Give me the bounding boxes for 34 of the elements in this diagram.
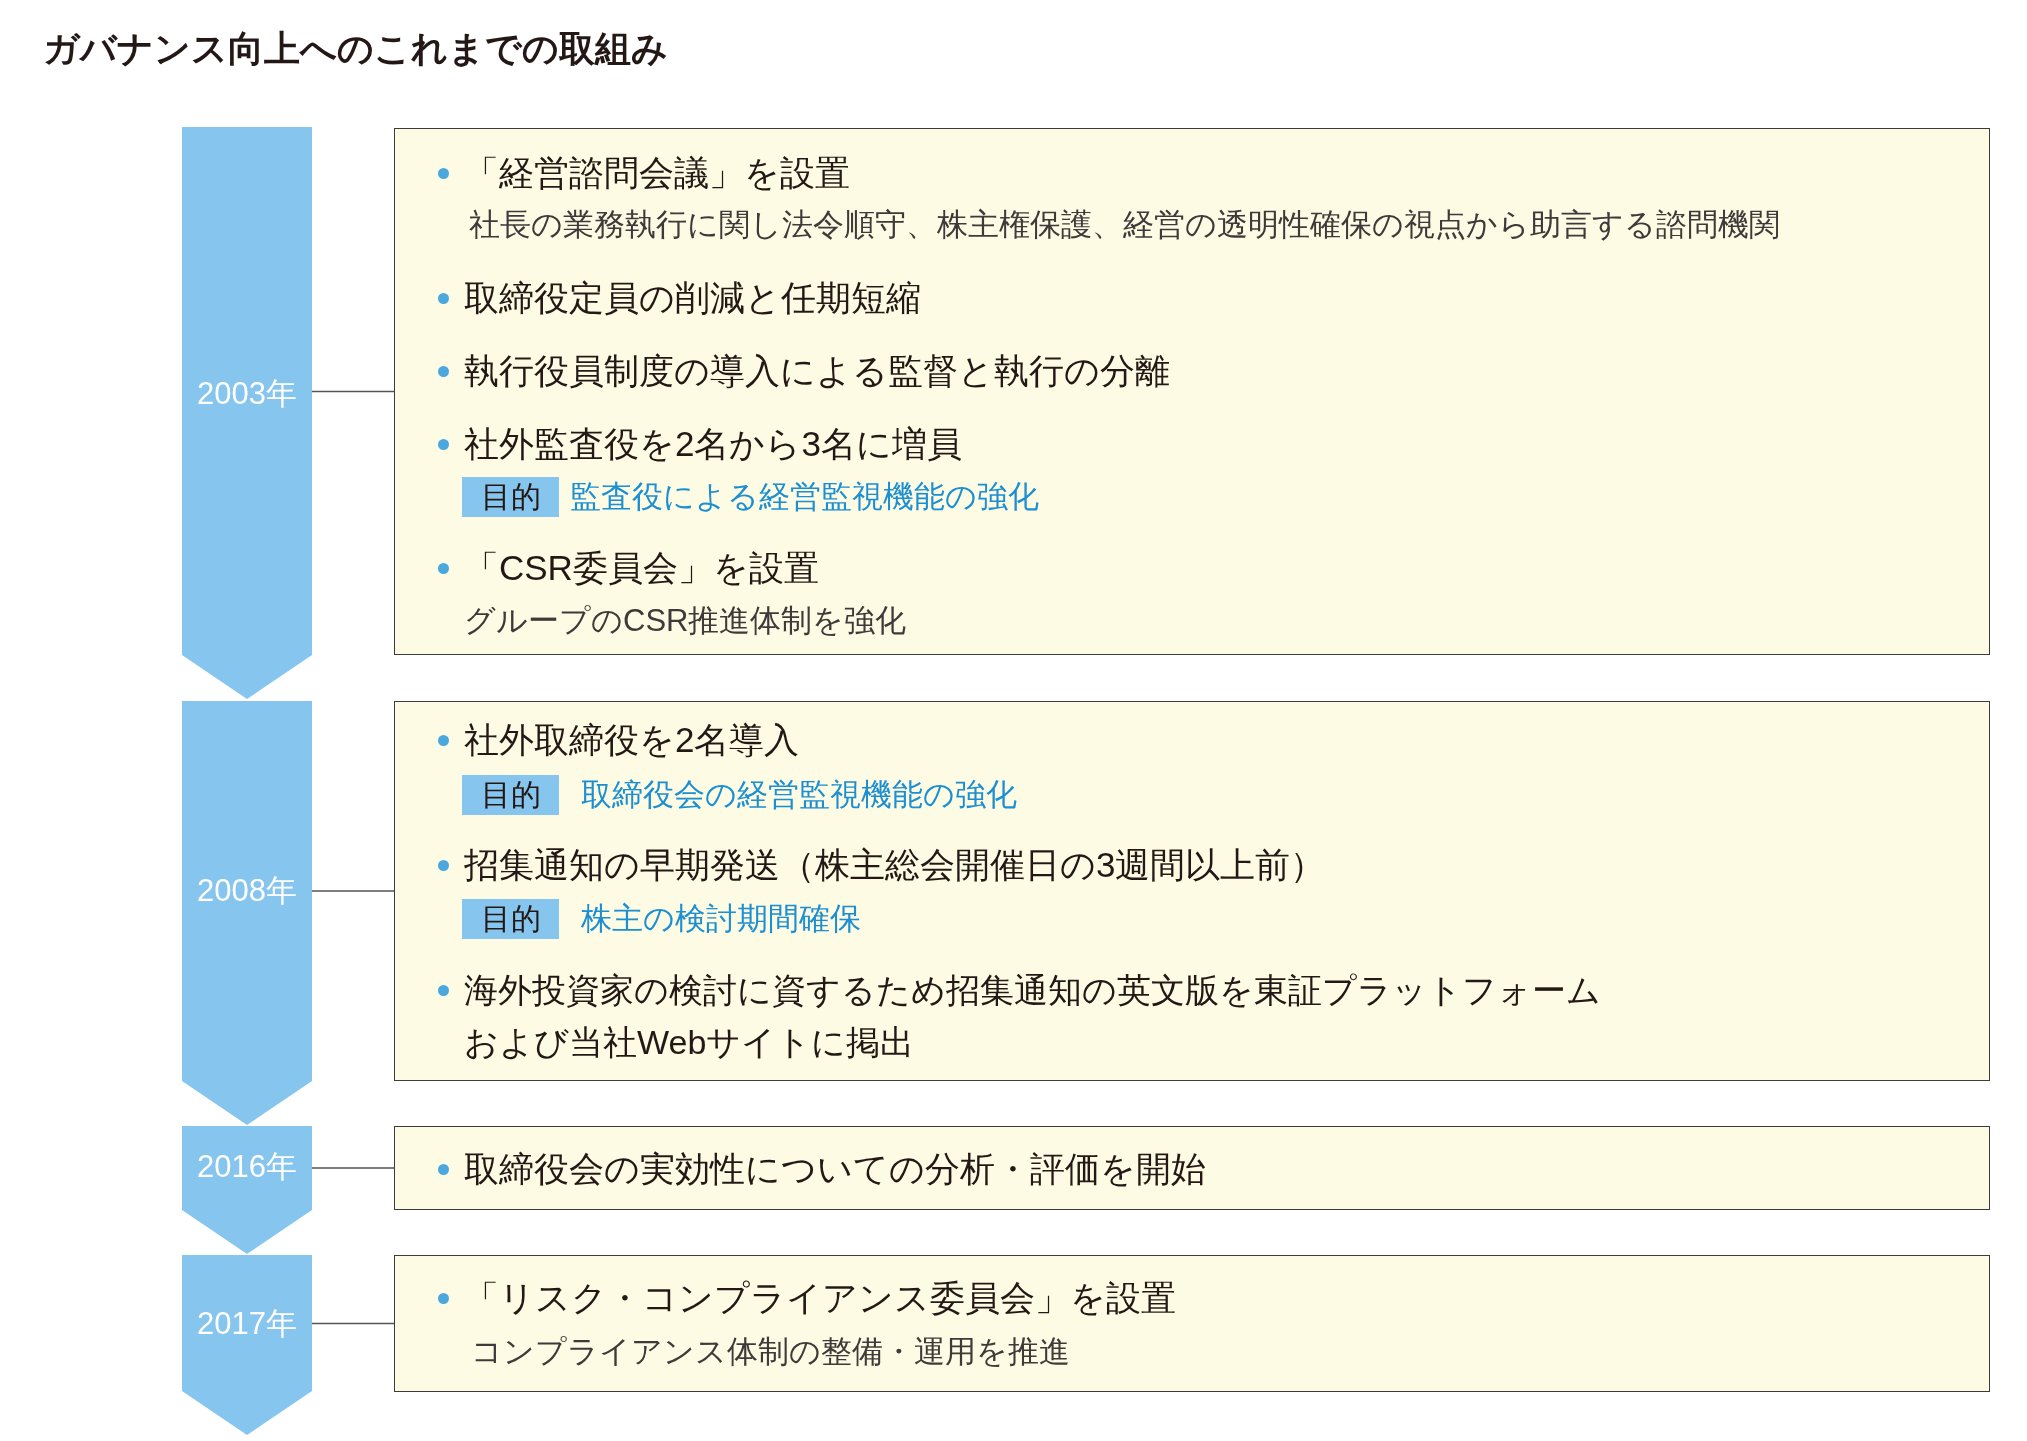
connector-line — [311, 890, 395, 892]
item-title: 「経営諮問会議」を設置 — [464, 152, 850, 194]
diagram-title: ガバナンス向上へのこれまでの取組み — [43, 27, 668, 71]
purpose-text: 株主の検討期間確保 — [581, 900, 861, 938]
item-title: 取締役会の実効性についての分析・評価を開始 — [464, 1148, 1206, 1190]
event-panel — [394, 1255, 1990, 1392]
item-title: 社外取締役を2名導入 — [464, 719, 800, 761]
item-title: 社外監査役を2名から3名に増員 — [464, 423, 962, 465]
item-title: 「リスク・コンプライアンス委員会」を設置 — [464, 1277, 1176, 1319]
year-marker — [182, 1255, 312, 1435]
item-description: コンプライアンス体制の整備・運用を推進 — [471, 1333, 1070, 1371]
item-description: グループのCSR推進体制を強化 — [464, 602, 907, 640]
purpose-tag: 目的 — [462, 899, 559, 939]
year-label: 2003年 — [197, 375, 297, 413]
item-title: 海外投資家の検討に資するため招集通知の英文版を東証プラットフォームおよび当社Webサイトに掲出 — [464, 970, 1602, 1063]
year-label: 2008年 — [197, 872, 297, 910]
event-panel — [394, 128, 1990, 655]
year-label: 2017年 — [197, 1305, 297, 1343]
connector-line — [311, 1322, 395, 1325]
connector-line — [311, 390, 395, 393]
item-description: 社長の業務執行に関し法令順守、株主権保護、経営の透明性確保の視点から助言する諮問機関 — [469, 206, 1780, 244]
item-title: 「CSR委員会」を設置 — [464, 547, 819, 589]
connector-line — [311, 1167, 395, 1169]
item-title: 招集通知の早期発送（株主総会開催日の3週間以上前） — [464, 844, 1326, 886]
event-panel — [394, 1126, 1990, 1210]
item-title: 取締役定員の削減と任期短縮 — [464, 277, 921, 319]
purpose-text: 取締役会の経営監視機能の強化 — [581, 776, 1017, 814]
year-label: 2016年 — [197, 1148, 297, 1186]
year-marker — [182, 127, 312, 699]
purpose-text: 監査役による経営監視機能の強化 — [570, 478, 1039, 516]
item-title: 執行役員制度の導入による監督と執行の分離 — [464, 350, 1170, 392]
purpose-tag: 目的 — [462, 775, 559, 815]
purpose-tag: 目的 — [462, 477, 559, 517]
event-panel — [394, 701, 1990, 1081]
